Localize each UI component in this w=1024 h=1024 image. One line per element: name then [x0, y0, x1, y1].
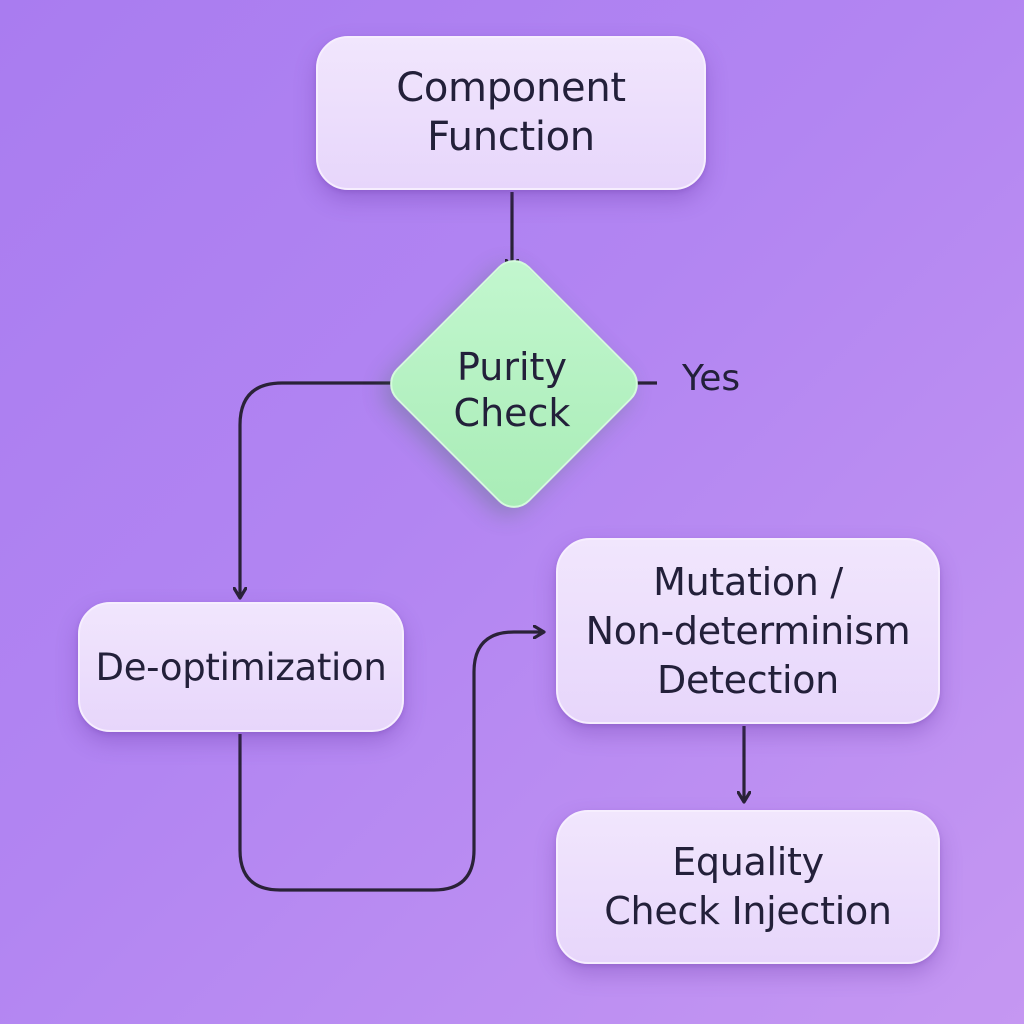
purity-check-label: Purity Check [453, 345, 571, 435]
edge-deoptimization-to-mutation [238, 632, 544, 892]
component-function-label: Component Function [396, 65, 626, 160]
edge-purity-to-deoptimization [240, 381, 400, 598]
purity-check-label-box: Purity Check [412, 340, 612, 440]
yes-edge-label: Yes [682, 358, 741, 399]
mutation-detection-node: Mutation / Non-determinism Detection [556, 538, 940, 724]
component-function-node: Component Function [316, 36, 706, 190]
deoptimization-node: De-optimization [78, 602, 404, 732]
deoptimization-label: De-optimization [95, 645, 387, 689]
equality-check-injection-node: Equality Check Injection [556, 810, 940, 964]
equality-check-injection-label: Equality Check Injection [604, 840, 892, 933]
mutation-detection-label: Mutation / Non-determinism Detection [585, 559, 911, 702]
